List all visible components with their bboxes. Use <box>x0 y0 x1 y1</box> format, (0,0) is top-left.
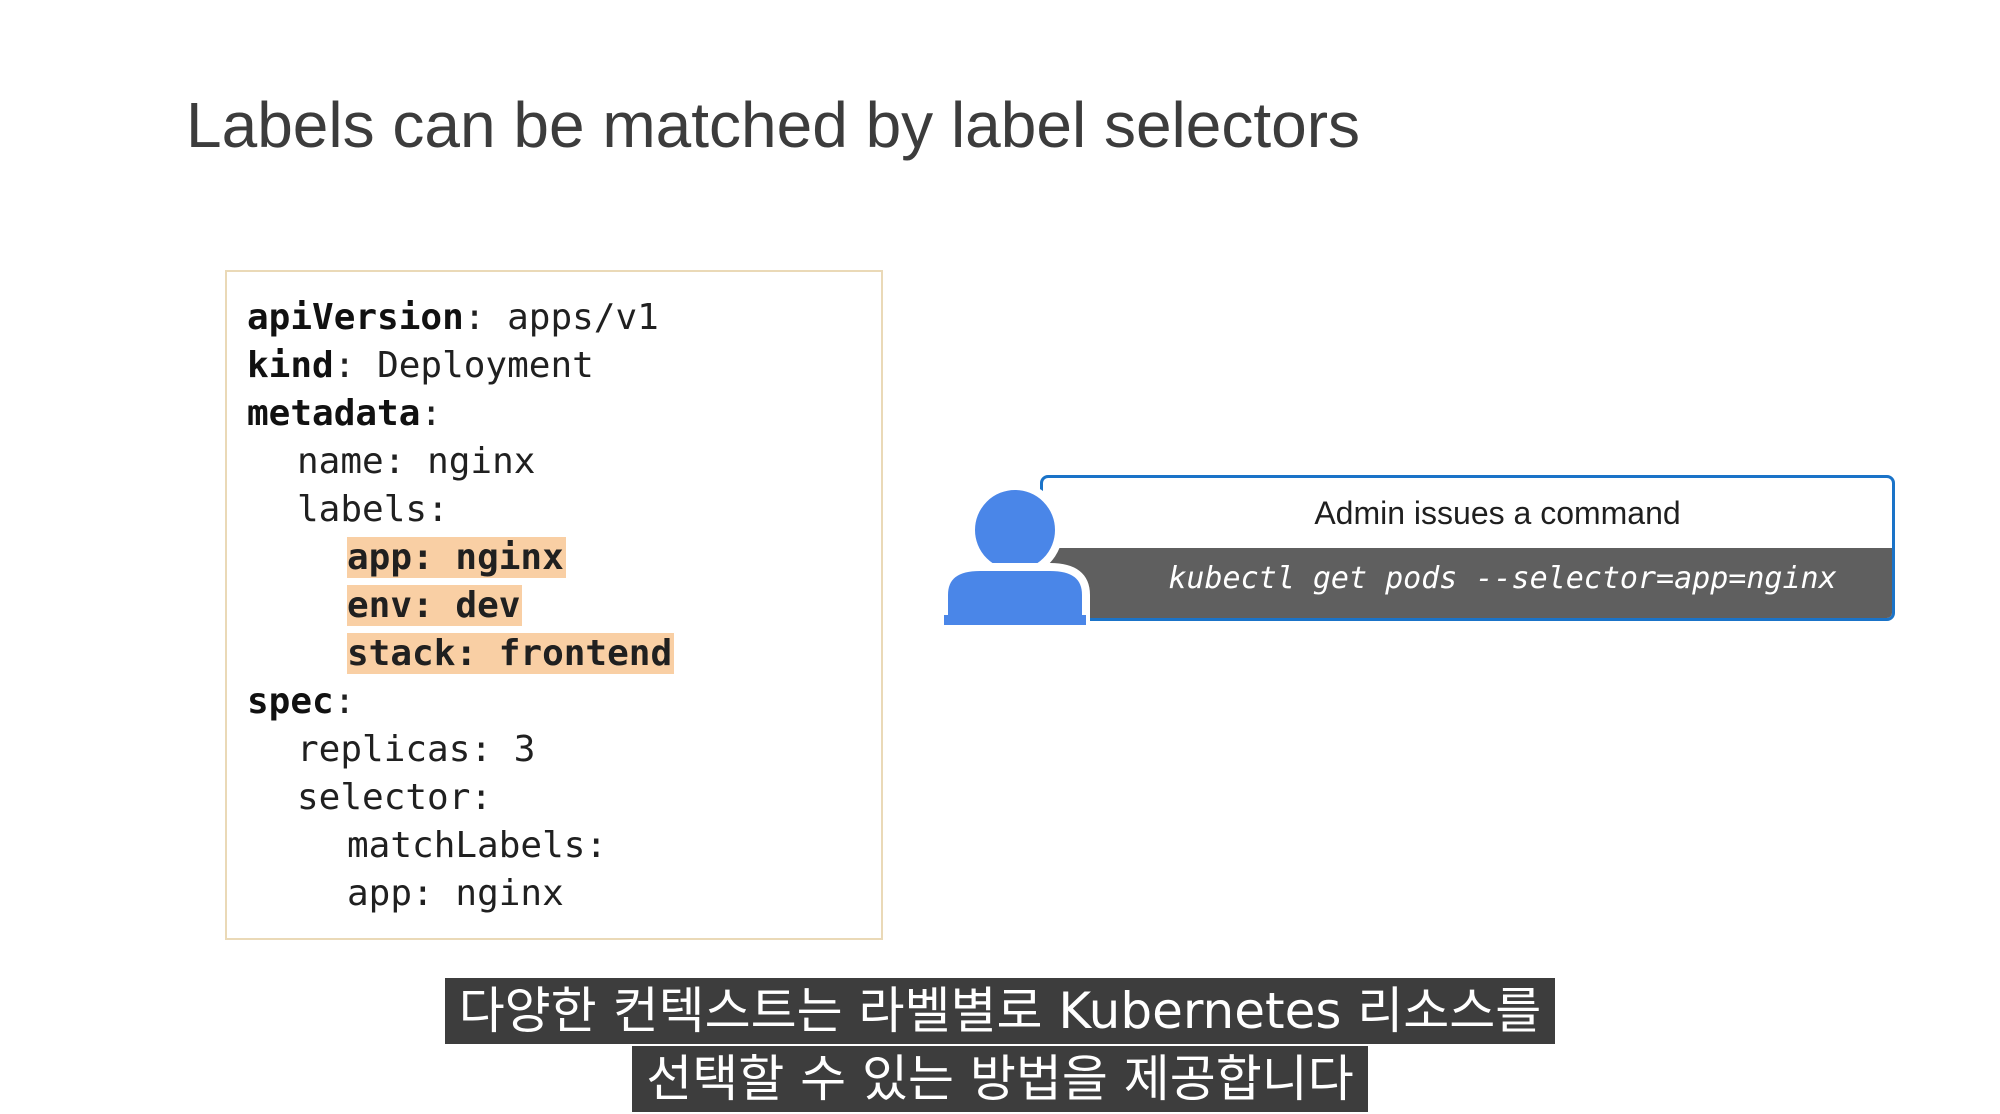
yaml-line-label-stack: stack: frontend <box>247 630 675 678</box>
yaml-line-kind: kind: Deployment <box>247 345 594 386</box>
command-header: Admin issues a command <box>1314 495 1681 531</box>
command-text: kubectl get pods --selector=app=nginx <box>1043 548 1892 618</box>
subtitle-captions: 다양한 컨텍스트는 라벨별로 Kubernetes 리소스를 선택할 수 있는 … <box>0 978 2000 1114</box>
yaml-line-replicas: replicas: 3 <box>297 729 536 770</box>
yaml-line-match-app: app: nginx <box>347 873 564 914</box>
yaml-code-box: apiVersion: apps/v1 kind: Deployment met… <box>225 270 883 940</box>
yaml-line-spec: spec: <box>247 681 356 722</box>
highlighted-label-app: app: nginx <box>347 537 566 578</box>
admin-command-panel: Admin issues a command kubectl get pods … <box>940 475 1960 625</box>
slide-title: Labels can be matched by label selectors <box>186 89 1361 161</box>
yaml-line-labels: labels: <box>297 489 449 530</box>
yaml-line-matchlabels: matchLabels: <box>347 825 608 866</box>
yaml-line-label-env: env: dev <box>247 582 674 630</box>
yaml-code: apiVersion: apps/v1 kind: Deployment met… <box>247 294 675 918</box>
yaml-line-label-app: app: nginx <box>247 534 674 582</box>
yaml-line-selector: selector: <box>297 777 493 818</box>
person-icon <box>940 482 1090 625</box>
yaml-line-metadata: metadata: <box>247 393 443 434</box>
highlighted-label-stack: stack: frontend <box>347 633 675 674</box>
yaml-line-name: name: nginx <box>297 441 536 482</box>
command-box: Admin issues a command kubectl get pods … <box>1040 475 1895 621</box>
subtitle-line-2: 선택할 수 있는 방법을 제공합니다 <box>632 1046 1368 1112</box>
yaml-line-apiversion: apiVersion: apps/v1 <box>247 297 659 338</box>
highlighted-label-env: env: dev <box>347 585 523 626</box>
subtitle-line-1: 다양한 컨텍스트는 라벨별로 Kubernetes 리소스를 <box>444 978 1556 1044</box>
